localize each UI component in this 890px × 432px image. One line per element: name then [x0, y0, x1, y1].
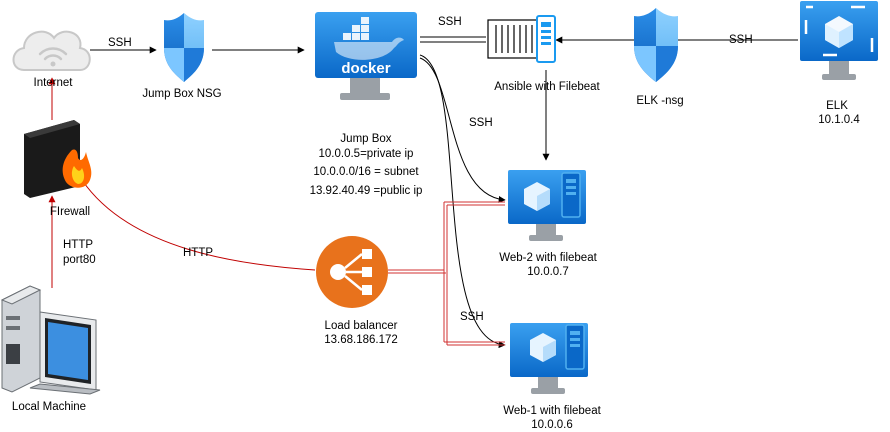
- edge-label-http-lb: HTTP: [183, 247, 213, 259]
- web1-ip: 10.0.0.6: [531, 419, 573, 431]
- edge-label-ssh-ansible: SSH: [438, 16, 462, 28]
- web1-label: Web-1 with filebeat: [503, 405, 601, 417]
- jumpbox-docker-icon: docker: [315, 12, 417, 100]
- local-machine-label: Local Machine: [12, 401, 86, 413]
- ansible-label: Ansible with Filebeat: [494, 81, 600, 93]
- jumpbox-nsg-label: Jump Box NSG: [142, 88, 221, 100]
- edge-label-http-line1: HTTP: [63, 239, 93, 251]
- jumpbox-nsg-shield-icon: [164, 13, 204, 82]
- edge-label-ssh-internet: SSH: [108, 37, 132, 49]
- firewall-icon: [24, 120, 92, 198]
- elk-vm-icon: [800, 1, 878, 80]
- edge-label-http-line2: port80: [63, 254, 96, 266]
- ansible-server-icon: [487, 15, 556, 63]
- internet-cloud-icon: [12, 30, 91, 71]
- elk-nsg-label: ELK -nsg: [636, 95, 683, 107]
- jumpbox-public-ip: 13.92.40.49 =public ip: [310, 185, 423, 197]
- edge-label-ssh-elk: SSH: [729, 34, 753, 46]
- docker-wordmark: docker: [341, 60, 390, 77]
- jumpbox-subnet: 10.0.0.0/16 = subnet: [313, 166, 419, 178]
- local-machine-computer-icon: [0, 285, 101, 395]
- load-balancer-label: Load balancer: [325, 320, 398, 332]
- web2-label: Web-2 with filebeat: [499, 252, 597, 264]
- elk-nsg-shield-icon: [634, 8, 678, 82]
- edge-label-ssh-web1: SSH: [460, 311, 484, 323]
- edge-jumpbox-web1: [419, 54, 506, 349]
- jumpbox-label: Jump Box: [340, 133, 391, 145]
- edge-label-ssh-web2: SSH: [469, 117, 493, 129]
- elk-label: ELK: [826, 100, 848, 112]
- edge-lb-webs: [388, 201, 505, 346]
- edge-firewall-lb: [81, 179, 316, 271]
- firewall-label: FIrewall: [50, 206, 90, 218]
- internet-label: Internet: [34, 77, 74, 89]
- load-balancer-ip: 13.68.186.172: [324, 334, 398, 346]
- web2-ip: 10.0.0.7: [527, 266, 569, 278]
- edge-jumpbox-web2: [419, 57, 506, 203]
- web2-vm-icon: [508, 170, 586, 241]
- elk-ip: 10.1.0.4: [818, 114, 860, 126]
- load-balancer-icon: [316, 236, 388, 308]
- jumpbox-private-ip: 10.0.0.5=private ip: [319, 148, 414, 160]
- web1-vm-icon: [510, 323, 588, 394]
